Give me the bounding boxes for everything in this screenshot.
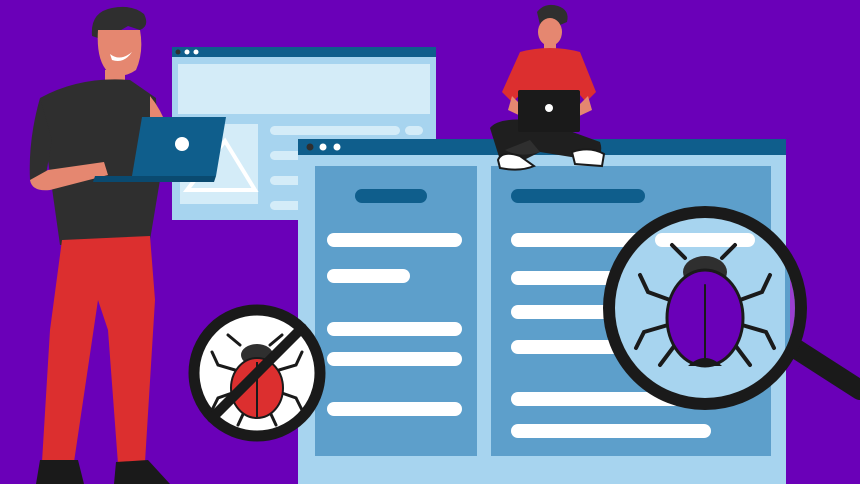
bug-icon [634,243,776,368]
left-panel-lines [327,233,462,416]
magnifying-glass-icon [603,206,860,410]
left-panel-heading [355,189,427,203]
sitting-developer [490,4,606,171]
no-bug-icon [188,304,326,442]
right-panel-heading [511,189,645,203]
standing-developer [29,6,226,484]
